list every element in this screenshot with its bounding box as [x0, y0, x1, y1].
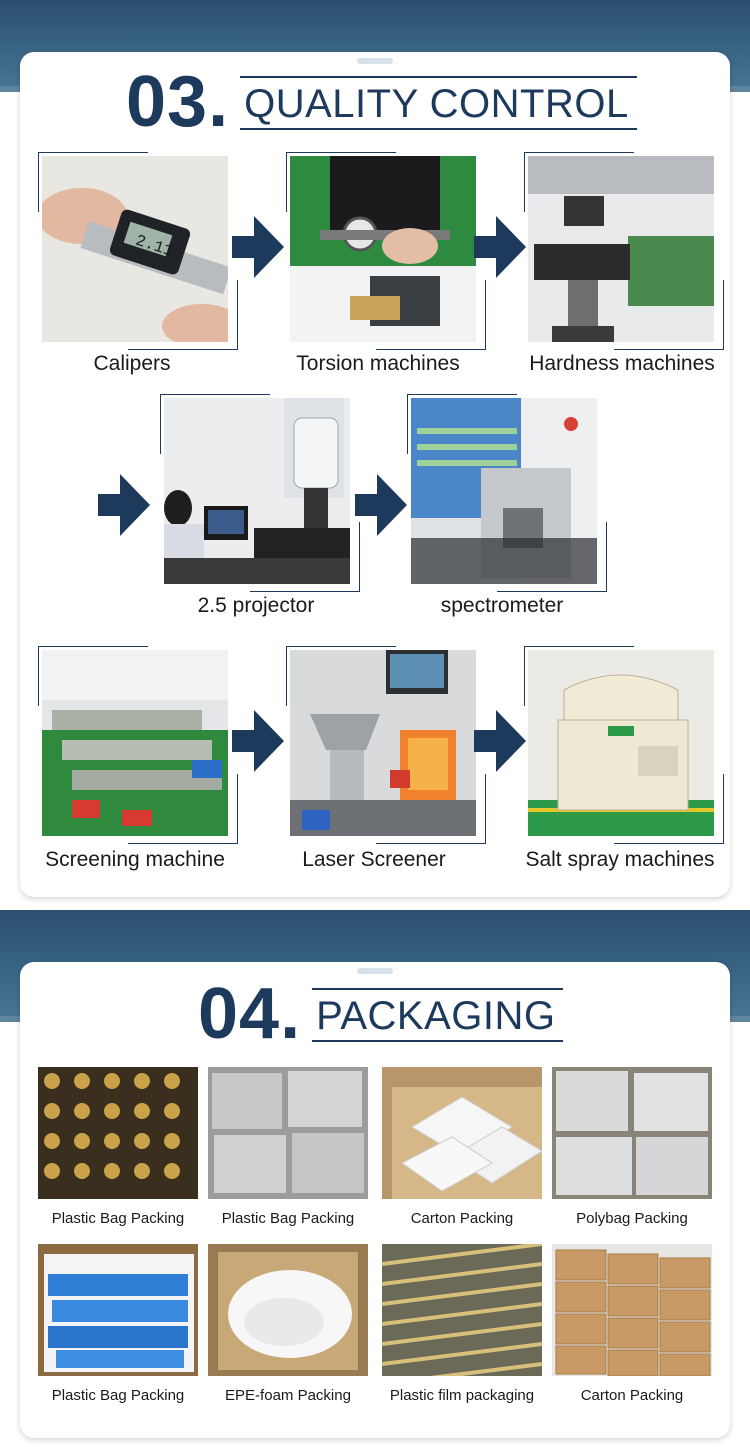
torsion-machine-photo: [290, 156, 476, 342]
quality-label: Torsion machines: [296, 352, 460, 375]
projector-photo: [164, 398, 350, 584]
arrow-right-icon: [474, 710, 526, 772]
spectrometer-photo: [411, 398, 597, 584]
quality-item-spectrometer: [407, 394, 607, 592]
packaging-photo-bags: [208, 1067, 368, 1199]
section-dot: .: [280, 974, 301, 1054]
arrow-right-icon: [355, 474, 407, 536]
packaging-label: Plastic Bag Packing: [51, 1387, 185, 1404]
section-number: 04: [198, 974, 281, 1054]
laser-screener-photo: [290, 650, 476, 836]
packaging-photo-blue-bags: [38, 1244, 198, 1376]
packaging-label: Polybag Packing: [576, 1210, 688, 1227]
hardness-machine-photo: [528, 156, 714, 342]
packaging-photo-polybag: [552, 1067, 712, 1199]
quality-label: Salt spray machines: [525, 848, 715, 871]
arrow-right-icon: [232, 710, 284, 772]
quality-label: Screening machine: [45, 848, 225, 871]
quality-item-laser: [286, 646, 486, 844]
arrow-right-icon: [232, 216, 284, 278]
packaging-photo-brass: [38, 1067, 198, 1199]
packaging-photo-carton: [382, 1067, 542, 1199]
packaging-label: Plastic Bag Packing: [221, 1210, 355, 1227]
section-dot: .: [208, 62, 229, 142]
arrow-right-icon: [98, 474, 150, 536]
packaging-label: Plastic film packaging: [389, 1387, 535, 1404]
quality-label: Calipers: [93, 352, 171, 375]
quality-item-salt-spray: [524, 646, 724, 844]
quality-label: 2.5 projector: [197, 594, 315, 617]
screening-machine-photo: [42, 650, 228, 836]
card-notch: [357, 58, 393, 64]
section-number: 03: [126, 62, 209, 142]
packaging-photo-plastic-film: [382, 1244, 542, 1376]
quality-item-torsion: [286, 152, 486, 350]
arrow-right-icon: [474, 216, 526, 278]
quality-label: Laser Screener: [302, 848, 446, 871]
packaging-heading: 04 . PACKAGING: [198, 974, 564, 1054]
packaging-label: Carton Packing: [580, 1387, 684, 1404]
quality-label: Hardness machines: [529, 352, 715, 375]
quality-item-screening: [38, 646, 238, 844]
packaging-label: EPE-foam Packing: [225, 1387, 351, 1404]
section-title: QUALITY CONTROL: [240, 76, 637, 130]
packaging-label: Carton Packing: [410, 1210, 514, 1227]
quality-control-heading: 03 . QUALITY CONTROL: [126, 66, 637, 138]
packaging-photo-epe-foam: [208, 1244, 368, 1376]
section-title: PACKAGING: [312, 988, 564, 1042]
card-notch: [357, 968, 393, 974]
salt-spray-photo: [528, 650, 714, 836]
calipers-photo: 2.11: [42, 156, 228, 342]
quality-item-hardness: [524, 152, 724, 350]
packaging-photo-cartons: [552, 1244, 712, 1376]
packaging-label: Plastic Bag Packing: [51, 1210, 185, 1227]
quality-label: spectrometer: [440, 594, 564, 617]
quality-item-calipers: 2.11: [38, 152, 238, 350]
quality-item-projector: [160, 394, 360, 592]
